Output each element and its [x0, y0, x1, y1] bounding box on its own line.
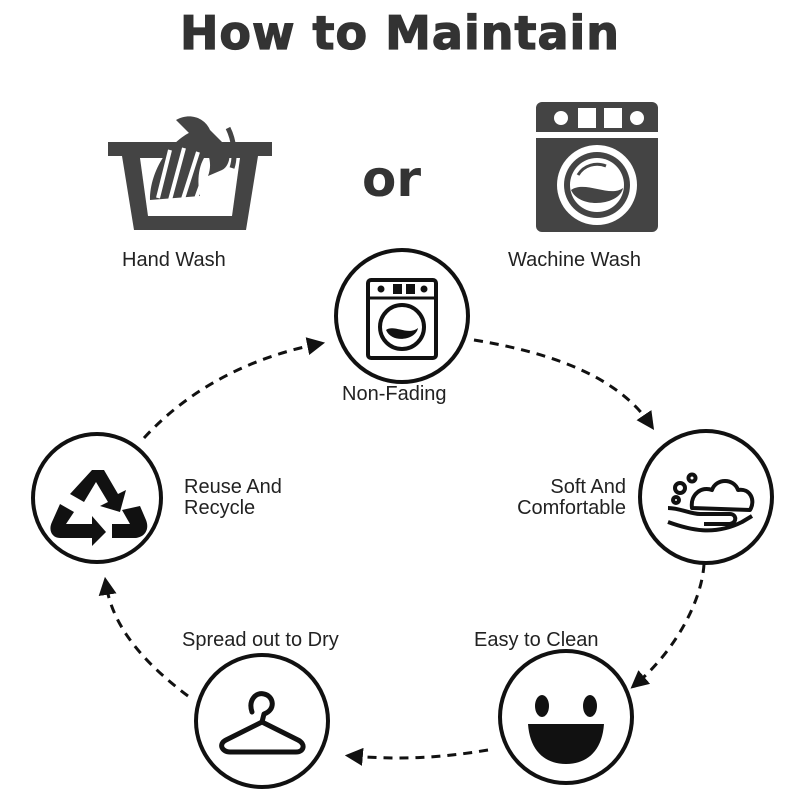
machine-wash-label: Wachine Wash [508, 249, 642, 271]
arrow-recycle-to-non-fading [142, 337, 326, 440]
washing-machine-icon [366, 278, 438, 360]
recycle-icon [50, 470, 148, 546]
washing-machine-icon [536, 102, 658, 232]
cycle-circle-recycle [31, 432, 163, 564]
non-fading-label: Non-Fading [342, 383, 447, 405]
hand-wash-label: Hand Wash [122, 249, 226, 271]
arrow-dry-to-recycle [98, 576, 189, 698]
cycle-circle-easy-clean [498, 649, 634, 785]
spread-out-to-dry-label: Spread out to Dry [182, 629, 339, 651]
page-title: How to Maintain [179, 5, 621, 60]
arrow-non-fading-to-soft [473, 338, 655, 430]
or-connector: or [362, 150, 422, 208]
reuse-recycle-label: Reuse And Recycle [184, 476, 282, 519]
hanger-icon [219, 691, 306, 755]
hand-wash-basin-icon [108, 116, 272, 230]
arrow-soft-to-easy-clean [630, 563, 706, 689]
easy-to-clean-label: Easy to Clean [474, 629, 599, 651]
hand-foam-icon [667, 472, 755, 533]
smiley-face-icon [528, 695, 604, 764]
soft-comfortable-label: Soft And Comfortable [517, 476, 626, 519]
arrow-easy-clean-to-dry [344, 747, 489, 766]
